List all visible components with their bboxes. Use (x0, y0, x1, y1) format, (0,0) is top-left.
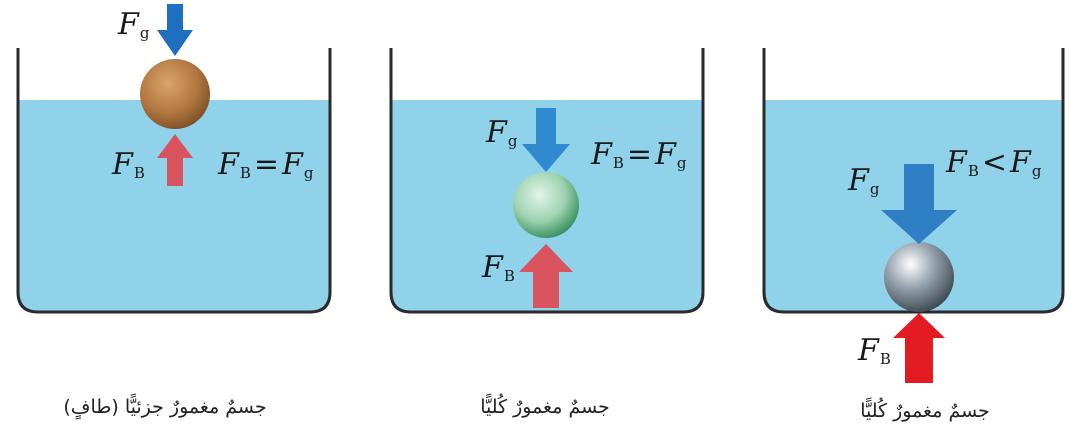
caption-full-sink: جسمٌ مغمورٌ كُليًّا (800, 400, 1050, 422)
buoyancy-label-full-sink: FB (858, 336, 891, 367)
green-ball (513, 172, 579, 238)
weight-label-full-equal: Fg (486, 118, 517, 149)
caption-partial: جسمٌ مغمورٌ جزئيًّا (طافٍ) (40, 396, 290, 418)
weight-label-full-sink: Fg (848, 166, 879, 197)
buoyancy-label-full-equal: FB (482, 253, 515, 284)
equation-partial: FB=Fg (218, 150, 313, 181)
container-full-sink (764, 48, 1063, 383)
container-full-equal (391, 48, 703, 312)
buoyancy-label-partial: FB (112, 150, 145, 181)
buoyancy-arrow-full-sink (893, 313, 945, 383)
cork-ball (140, 59, 210, 129)
weight-arrow-partial (157, 4, 193, 56)
weight-label-partial: Fg (118, 10, 149, 41)
equation-full-sink: FB<Fg (946, 148, 1041, 179)
equation-full-equal: FB=Fg (591, 140, 686, 171)
water-partial (18, 100, 330, 312)
steel-ball (884, 242, 954, 312)
caption-full-equal: جسمٌ مغمورٌ كُليًّا (420, 396, 670, 418)
